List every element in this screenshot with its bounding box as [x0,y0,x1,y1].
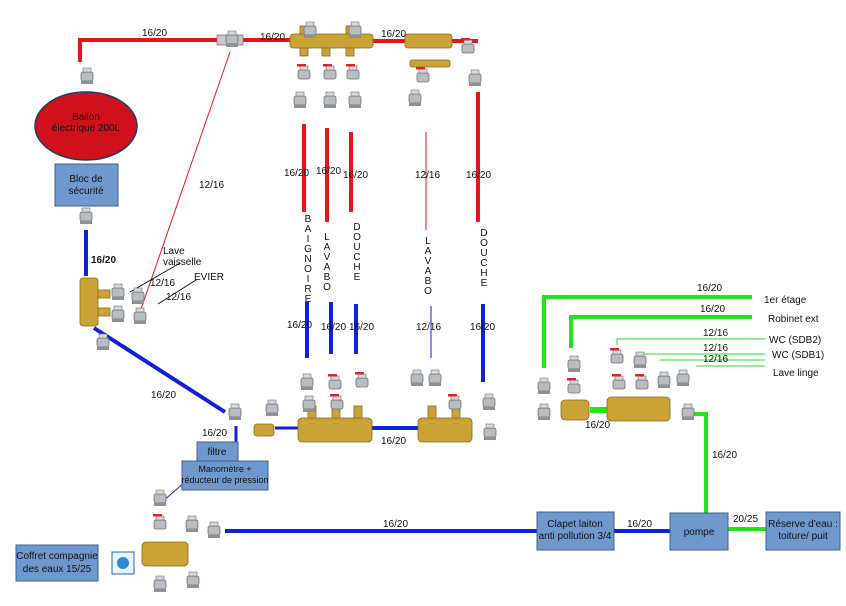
svg-text:16/20: 16/20 [349,322,374,333]
svg-text:16/20: 16/20 [343,170,368,181]
svg-text:16/20: 16/20 [383,519,408,530]
filtre-label: filtre [208,447,227,458]
reserve-label: Réserve d'eau :toiture/ puit [768,519,838,542]
hot-pipe-ballon-top [78,38,217,62]
svg-text:16/20: 16/20 [466,170,491,181]
lave-linge-label: Lave linge [773,368,819,379]
pompe-label: pompe [684,527,715,538]
pipes [78,38,766,533]
wc1-label: WC (SDB1) [772,350,824,361]
svg-text:16/20: 16/20 [585,420,610,431]
svg-text:12/16: 12/16 [415,170,440,181]
evier-label: EVIER [194,272,224,283]
svg-text:16/20: 16/20 [284,168,309,179]
clapet-box [536,511,615,551]
svg-text:16/20: 16/20 [260,32,285,43]
svg-text:16/20: 16/20 [470,322,495,333]
svg-text:12/16: 12/16 [703,343,728,354]
svg-text:16/20: 16/20 [627,519,652,530]
svg-text:16/20: 16/20 [91,255,116,266]
svg-text:16/20: 16/20 [202,428,227,439]
pompe-box [669,512,729,551]
svg-text:12/16: 12/16 [199,180,224,191]
manometre-label: Manomètre +réducteur de pression [181,464,268,485]
svg-text:16/20: 16/20 [381,436,406,447]
svg-text:12/16: 12/16 [703,328,728,339]
svg-text:16/20: 16/20 [712,450,737,461]
coffret-box [15,544,99,582]
bloc-securite-box [54,163,119,207]
svg-text:16/20: 16/20 [151,390,176,401]
green-pipe-robinet [569,315,752,348]
pipe-size-labels: 16/20 16/20 16/20 12/16 16/20 16/20 16/2… [91,28,758,530]
valves [79,21,695,593]
svg-text:20/25: 20/25 [733,514,758,525]
svg-text:16/20: 16/20 [697,283,722,294]
green-pipe-wc2 [616,338,765,345]
svg-text:12/16: 12/16 [703,354,728,365]
manometre-box [181,460,269,491]
svg-text:16/20: 16/20 [142,28,167,39]
svg-text:12/16: 12/16 [416,322,441,333]
svg-text:16/20: 16/20 [287,320,312,331]
wc2-label: WC (SDB2) [769,335,821,346]
green-pipe-etage [542,295,752,368]
etage-label: 1er étage [764,295,807,306]
svg-text:16/20: 16/20 [316,166,341,177]
green-pipe-pompe-up [690,412,708,513]
svg-text:16/20: 16/20 [700,304,725,315]
hot-pipe-evier-thin [139,51,231,313]
svg-text:16/20: 16/20 [321,322,346,333]
robinet-label: Robinet ext [768,314,819,325]
svg-text:16/20: 16/20 [381,29,406,40]
cold-pipe-diagonal [92,326,227,414]
reserve-box [765,511,841,551]
svg-text:12/16: 12/16 [150,278,175,289]
water-meter-icon [111,551,135,575]
svg-text:12/16: 12/16 [166,292,191,303]
